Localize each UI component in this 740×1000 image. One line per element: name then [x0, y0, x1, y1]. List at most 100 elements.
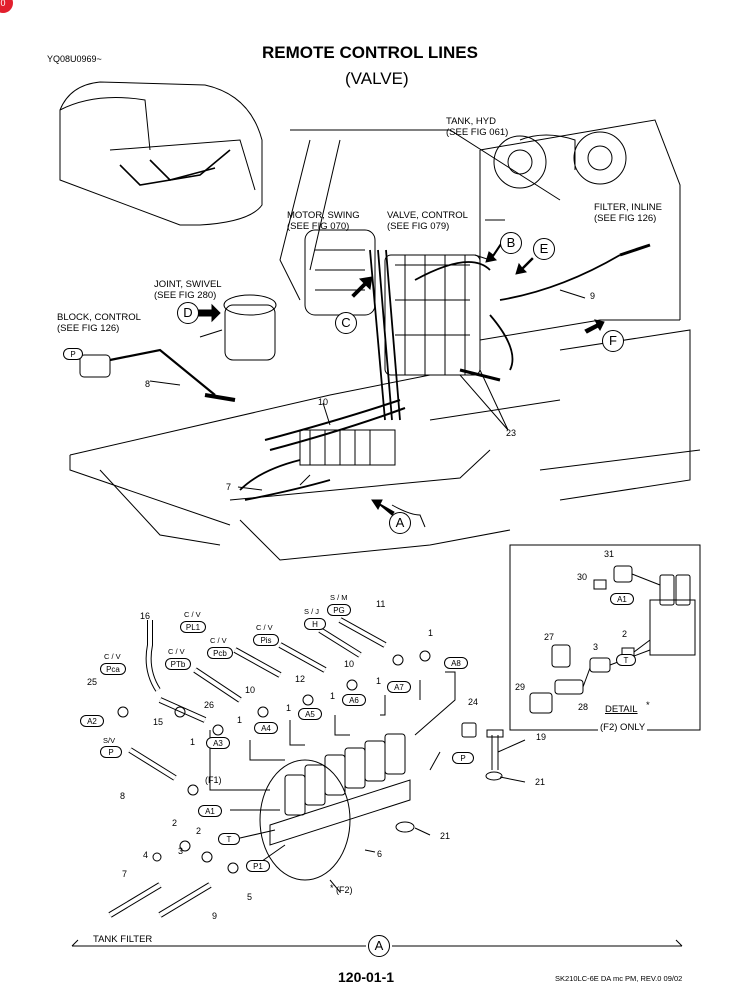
callout-e: E	[533, 238, 555, 260]
port-h: H	[304, 618, 326, 630]
part-21-b: 21	[440, 831, 451, 841]
part-7-upper: 7	[226, 482, 232, 492]
detail-part-28: 28	[578, 702, 589, 712]
detail-part-2: 2	[622, 629, 628, 639]
part-23: 23	[506, 428, 517, 438]
part-f2: (F2)	[336, 885, 353, 895]
callout-b: B	[500, 232, 522, 254]
control-valve	[384, 254, 481, 376]
part-8-lower: 8	[120, 791, 126, 801]
port-a1: A1	[198, 805, 222, 817]
page-title: REMOTE CONTROL LINES	[262, 43, 478, 62]
cv-label-3: C / V	[104, 652, 121, 661]
sj-label: S / J	[304, 607, 320, 616]
port-pg: PG	[327, 604, 351, 616]
sm-label: S / M	[330, 593, 348, 602]
cv-label-5: C / V	[256, 623, 273, 632]
detail-only: (F2) ONLY	[598, 722, 648, 733]
page-badge: 0	[0, 0, 13, 13]
page-subtitle: (VALVE)	[345, 69, 409, 88]
detail-part-27: 27	[544, 632, 555, 642]
part-25: 25	[87, 677, 98, 687]
part-10-b: 10	[344, 659, 355, 669]
model-revision: SK210LC-6E DA mc PM, REV.0 09/02	[555, 974, 683, 983]
port-pcb: Pcb	[207, 647, 233, 659]
part-21-a: 21	[535, 777, 546, 787]
detail-port-t: T	[616, 654, 636, 666]
callout-c: C	[335, 312, 357, 334]
port-a5: A5	[298, 708, 322, 720]
detail-part-3: 3	[593, 642, 599, 652]
part-1-d: 1	[286, 703, 292, 713]
part-1-c: 1	[330, 691, 336, 701]
port-p1: P1	[246, 860, 270, 872]
port-a2: A2	[80, 715, 104, 727]
port-p-bolt: P	[452, 752, 474, 764]
callout-f: F	[602, 330, 624, 352]
ref-motor-line1: MOTOR, SWING	[287, 210, 360, 221]
swivel-joint	[224, 304, 276, 361]
ref-joint-line1: JOINT, SWIVEL	[154, 279, 222, 290]
control-block	[79, 354, 111, 378]
port-a4: A4	[254, 722, 278, 734]
detail-part-30: 30	[577, 572, 588, 582]
cv-label-4: C / V	[210, 636, 227, 645]
part-3: 3	[178, 846, 184, 856]
cv-label-1: C / V	[184, 610, 201, 619]
detail-part-29: 29	[515, 682, 526, 692]
part-10-upper: 10	[318, 397, 329, 407]
cv-label-2: C / V	[168, 647, 185, 656]
part-16: 16	[140, 611, 151, 621]
part-19: 19	[536, 732, 547, 742]
part-1-e: 1	[237, 715, 243, 725]
tank-filter-label: TANK FILTER	[93, 934, 153, 945]
sv-label: S/V	[103, 736, 116, 745]
port-a6: A6	[342, 694, 366, 706]
callout-a: A	[389, 512, 411, 534]
page-number: 120-01-1	[338, 969, 395, 985]
doc-code: YQ08U0969~	[47, 54, 102, 64]
part-2-a: 2	[172, 818, 178, 828]
ref-block-line2: (SEE FIG 126)	[57, 323, 120, 334]
ref-filter-line2: (SEE FIG 126)	[594, 213, 657, 224]
ref-motor-line2: (SEE FIG 070)	[287, 221, 350, 232]
part-1-a: 1	[428, 628, 434, 638]
callout-d: D	[177, 302, 199, 324]
ref-block-line1: BLOCK, CONTROL	[57, 312, 141, 323]
part-1-b: 1	[376, 676, 382, 686]
port-pis: Pis	[253, 634, 279, 646]
port-pca: Pca	[100, 663, 126, 675]
part-5: 5	[247, 892, 253, 902]
part-f1: (F1)	[205, 775, 222, 785]
part-6: 6	[377, 849, 383, 859]
ref-valve-line1: VALVE, CONTROL	[387, 210, 468, 221]
swing-motor	[304, 229, 376, 316]
detail-title: DETAIL	[605, 704, 638, 715]
manifold-upper	[299, 429, 396, 466]
port-p-upper: P	[63, 348, 83, 360]
part-15: 15	[153, 717, 164, 727]
part-8-upper: 8	[145, 379, 151, 389]
f2-star: *	[330, 883, 334, 893]
detail-valve	[649, 599, 696, 656]
port-pl1: PL1	[180, 621, 206, 633]
detail-part-31: 31	[604, 549, 615, 559]
port-ptb: PTb	[165, 658, 191, 670]
part-4: 4	[143, 850, 149, 860]
part-1-f: 1	[190, 737, 196, 747]
part-26: 26	[204, 700, 215, 710]
part-2-b: 2	[196, 826, 202, 836]
footer-view-a: A	[368, 935, 390, 957]
ref-tank-line1: TANK, HYD	[446, 116, 496, 127]
port-a8: A8	[444, 657, 468, 669]
part-12: 12	[295, 674, 306, 684]
ref-joint-line2: (SEE FIG 280)	[154, 290, 217, 301]
inset-cab	[59, 81, 263, 226]
manifold-lower	[269, 779, 411, 846]
port-a7: A7	[387, 681, 411, 693]
detail-box	[509, 544, 701, 731]
part-7-lower: 7	[122, 869, 128, 879]
port-t-lower: T	[218, 833, 240, 845]
part-9-lower: 9	[212, 911, 218, 921]
